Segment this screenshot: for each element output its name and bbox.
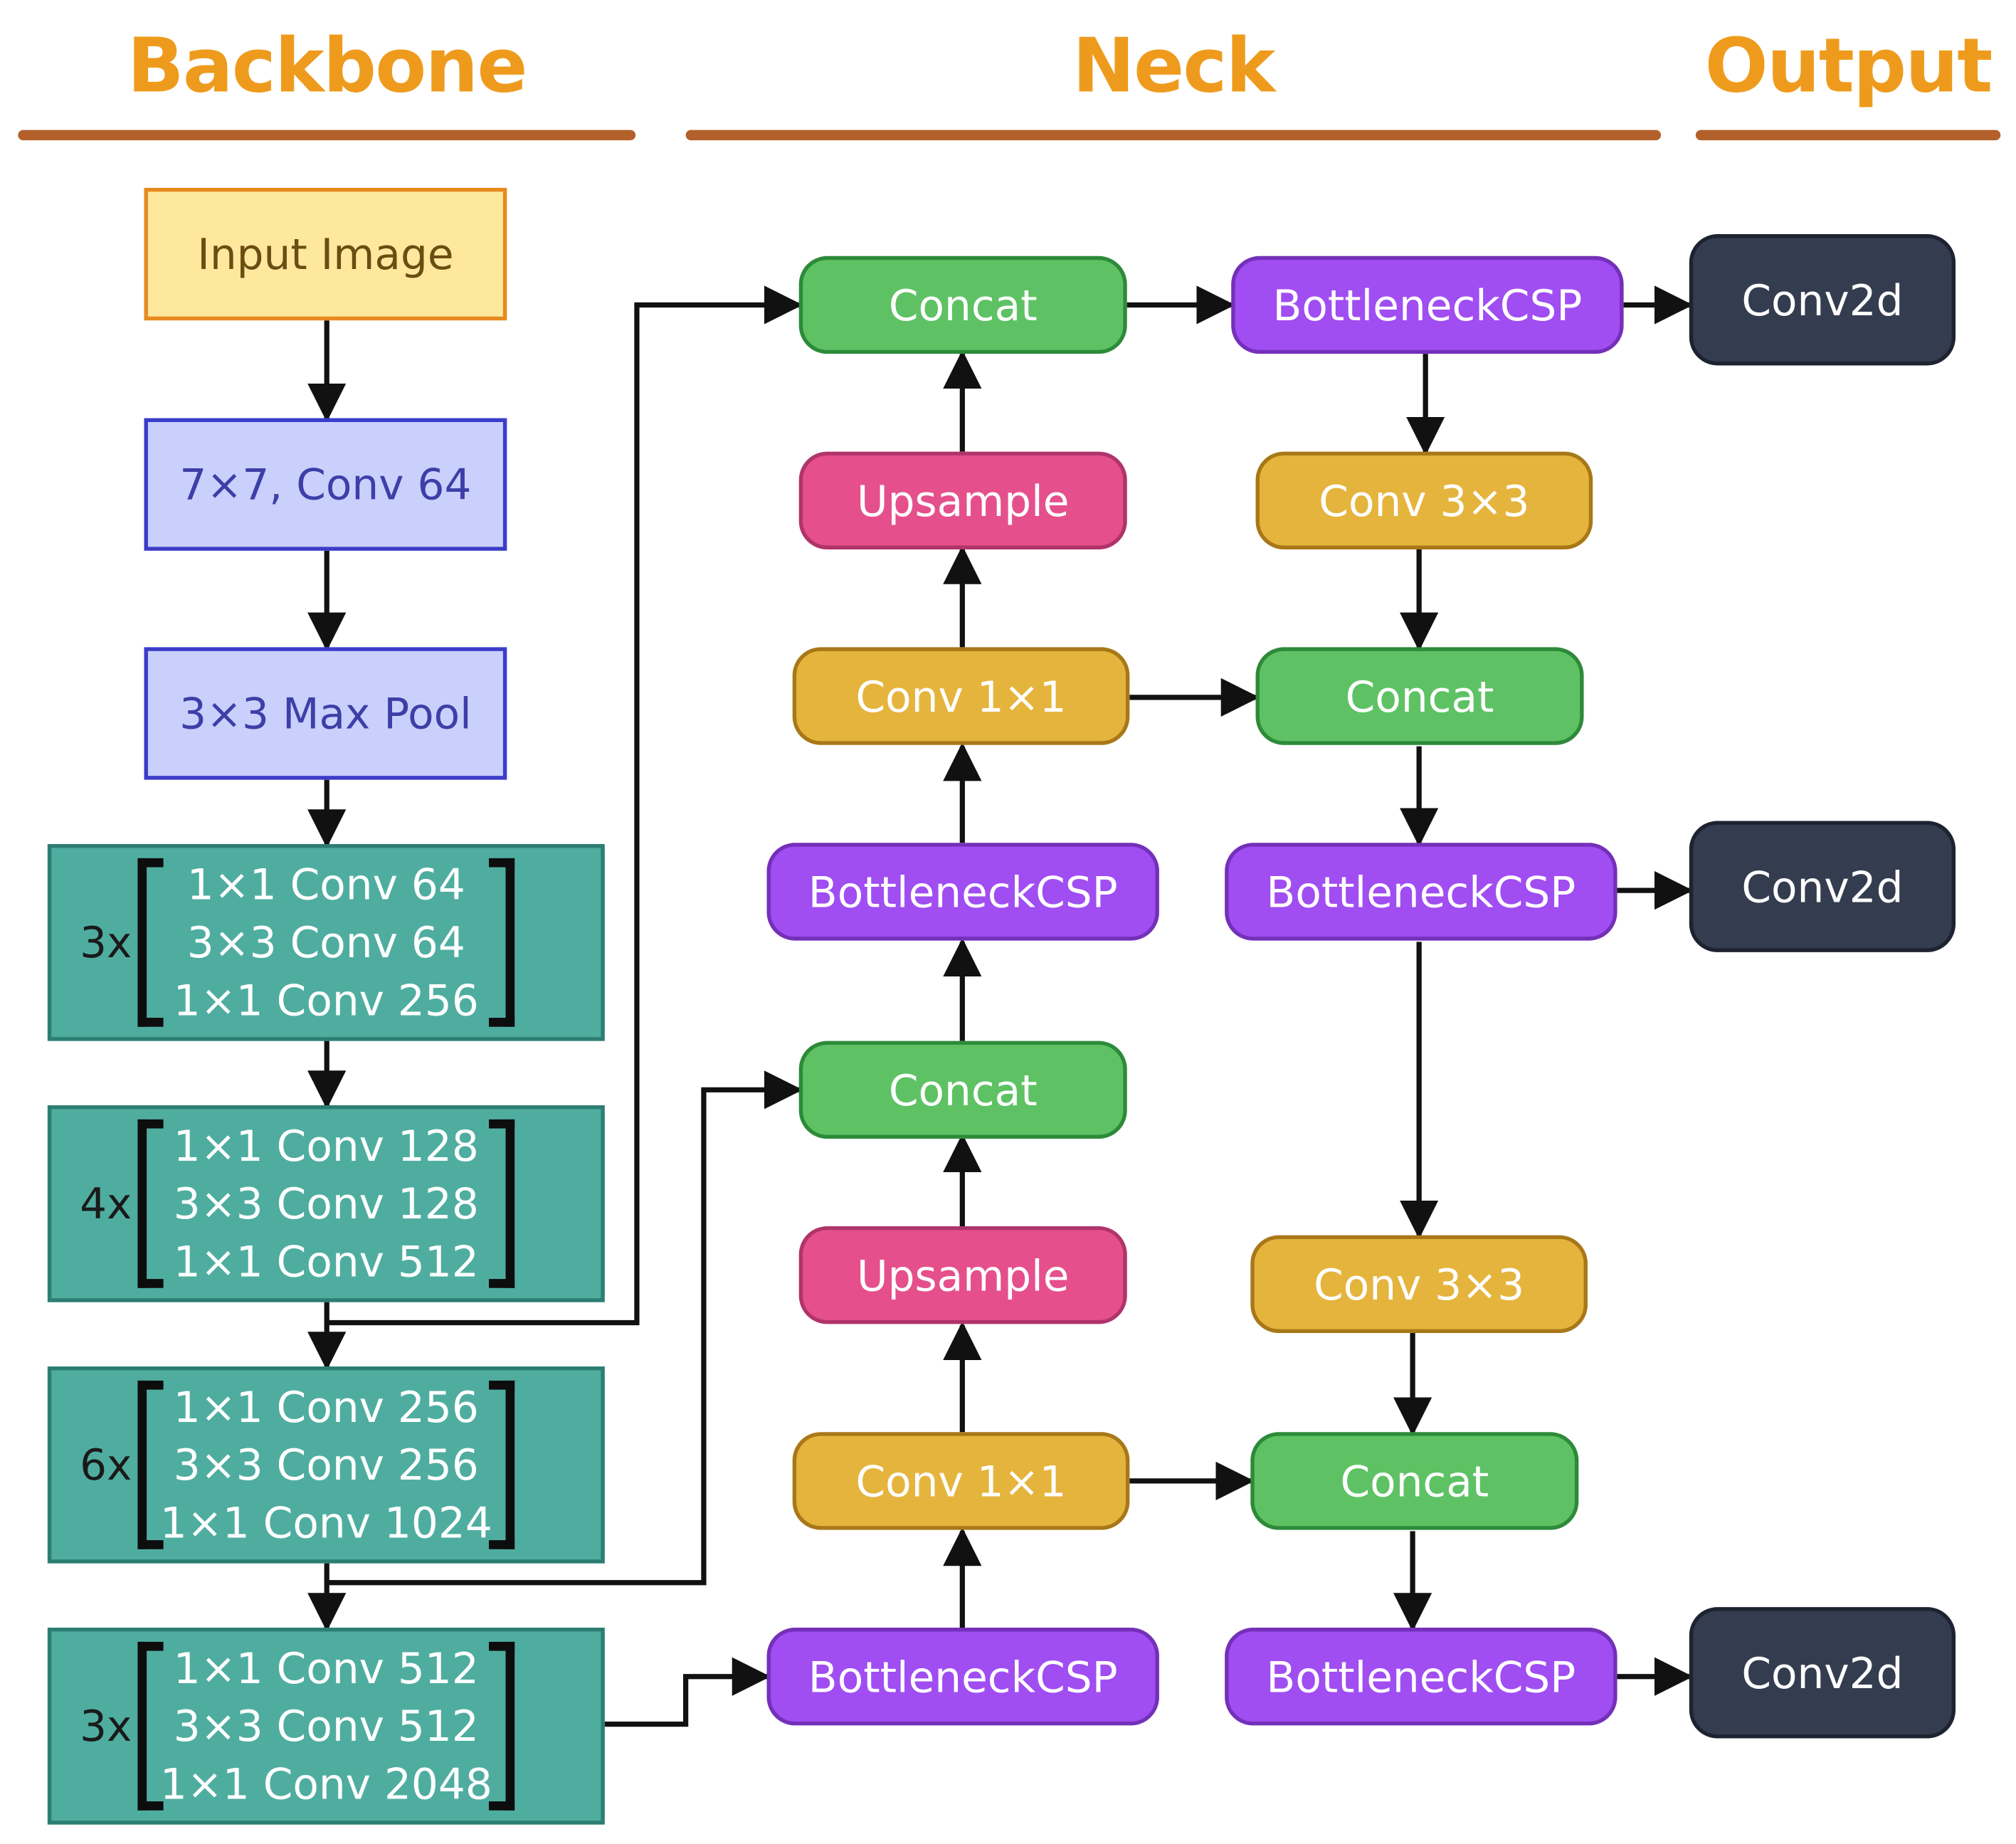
arrow-block4-to-bottleneck: [604, 1657, 771, 1727]
block-layer: 1×1 Conv 1024: [159, 1497, 492, 1548]
right-bracket: [489, 1641, 515, 1811]
output-header-rule: [1695, 130, 2001, 141]
block-multiplier: 6x: [80, 1440, 132, 1490]
neck-header-rule: [685, 130, 1662, 141]
input-image-node: Input Image: [144, 187, 507, 321]
neck-concat-right-bottom: Concat: [1250, 1432, 1579, 1530]
neck-conv3x3-bottom: Conv 3×3: [1250, 1235, 1588, 1334]
block-multiplier: 3x: [80, 1701, 132, 1751]
resnet-block-2: 4x 1×1 Conv 128 3×3 Conv 128 1×1 Conv 51…: [47, 1105, 605, 1302]
resnet-block-4: 3x 1×1 Conv 512 3×3 Conv 512 1×1 Conv 20…: [47, 1628, 605, 1825]
block-layer: 3×3 Conv 64: [186, 917, 465, 968]
block-layer: 3×3 Conv 128: [173, 1179, 479, 1229]
right-bracket: [489, 858, 515, 1027]
output-header: Output: [1704, 21, 1993, 110]
block-layer: 1×1 Conv 512: [173, 1236, 479, 1287]
block-layer: 1×1 Conv 256: [173, 1381, 479, 1433]
resnet-block-1: 3x 1×1 Conv 64 3×3 Conv 64 1×1 Conv 256: [47, 844, 605, 1041]
neck-concat-middle: Concat: [798, 1040, 1127, 1139]
neck-concat-right-top: Concat: [1255, 647, 1584, 745]
block-multiplier: 4x: [80, 1179, 132, 1229]
left-bracket: [137, 1119, 164, 1288]
maxpool-node: 3×3 Max Pool: [144, 647, 507, 780]
arrow-block2-to-top-concat: [327, 285, 803, 1326]
backbone-header: Backbone: [127, 21, 528, 110]
block-layer: 3×3 Conv 256: [173, 1440, 479, 1490]
neck-conv1x1-bottom: Conv 1×1: [792, 1432, 1130, 1530]
left-bracket: [137, 1641, 164, 1811]
neck-header: Neck: [1072, 21, 1275, 110]
left-bracket: [137, 858, 164, 1027]
output-conv2d-3: Conv2d: [1689, 1607, 1956, 1739]
block-layer: 1×1 Conv 128: [173, 1120, 479, 1171]
conv7-node: 7×7, Conv 64: [144, 418, 507, 551]
backbone-header-rule: [18, 130, 636, 141]
neck-upsample-bottom: Upsample: [798, 1226, 1127, 1324]
output-conv2d-2: Conv2d: [1689, 821, 1956, 952]
neck-bottleneckcsp-right-middle: BottleneckCSP: [1225, 843, 1617, 941]
block-multiplier: 3x: [80, 917, 132, 968]
block-layer: 1×1 Conv 512: [173, 1643, 479, 1694]
right-bracket: [489, 1119, 515, 1288]
resnet-block-3: 6x 1×1 Conv 256 3×3 Conv 256 1×1 Conv 10…: [47, 1366, 605, 1564]
neck-upsample-top: Upsample: [798, 451, 1127, 549]
block-layer: 1×1 Conv 256: [173, 975, 479, 1026]
block-layer: 3×3 Conv 512: [173, 1701, 479, 1751]
neck-bottleneckcsp-right-top: BottleneckCSP: [1231, 255, 1624, 354]
block-layer: 1×1 Conv 2048: [159, 1759, 492, 1809]
right-bracket: [489, 1380, 515, 1549]
output-conv2d-1: Conv2d: [1689, 234, 1956, 366]
neck-concat-top: Concat: [798, 255, 1127, 354]
neck-conv1x1-top: Conv 1×1: [792, 647, 1130, 745]
neck-conv3x3-top: Conv 3×3: [1255, 451, 1593, 549]
neck-bottleneckcsp-right-bottom: BottleneckCSP: [1225, 1628, 1617, 1726]
neck-bottleneckcsp-bottom: BottleneckCSP: [766, 1628, 1159, 1726]
left-bracket: [137, 1380, 164, 1549]
arrow-block3-to-mid-concat: [327, 1070, 803, 1586]
neck-bottleneckcsp-middle: BottleneckCSP: [766, 843, 1159, 941]
block-layer: 1×1 Conv 64: [186, 859, 465, 910]
